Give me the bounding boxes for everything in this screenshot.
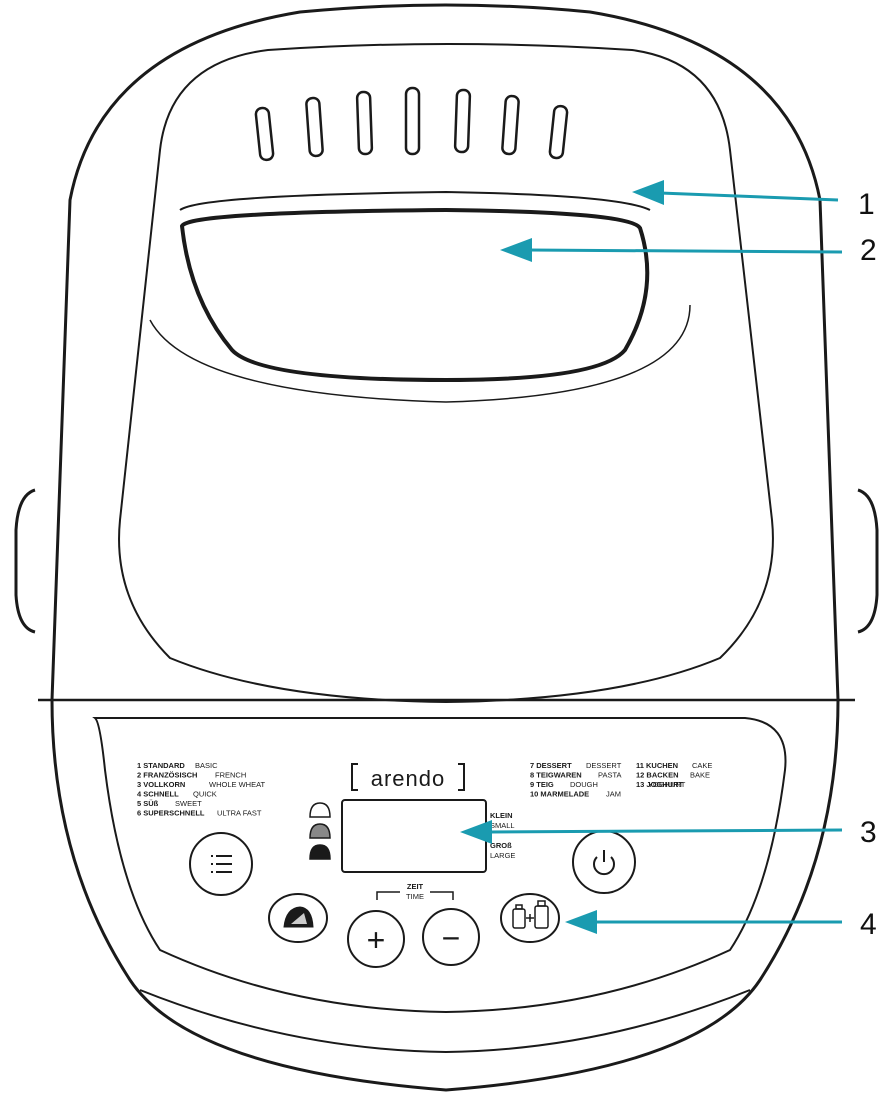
loaf-medium-icon: [309, 823, 331, 839]
viewing-window: [149, 190, 691, 403]
vent-slot: [548, 104, 569, 160]
weight-icon: [512, 900, 549, 929]
minus-label: −: [442, 920, 461, 956]
callout-arrow-1: [632, 180, 839, 205]
program-name-en: WHOLE WHEAT: [209, 780, 266, 789]
vent-slot: [254, 106, 275, 162]
program-name-de: 2 FRANZÖSISCH: [137, 771, 197, 780]
menu-icon: [211, 855, 232, 873]
vent-slot: [501, 94, 520, 156]
lid: [118, 43, 774, 704]
program-name-de: 3 VOLLKORN: [137, 780, 185, 789]
callout-arrows: [460, 180, 843, 934]
program-name-en: CAKE: [692, 761, 712, 770]
callout-number-2: 2: [860, 234, 877, 267]
program-name-de: 6 SUPERSCHNELL: [137, 809, 205, 818]
callout-arrow-2: [500, 238, 843, 262]
program-name-en: SWEET: [175, 799, 202, 808]
callout-number-3: 3: [860, 816, 877, 849]
power-icon: [593, 850, 615, 876]
program-name-de: 7 DESSERT: [530, 761, 572, 770]
size-small-en: SMALL: [490, 821, 515, 830]
loaf-light-icon: [309, 802, 331, 818]
base-curve: [139, 989, 751, 1054]
time-plus-button[interactable]: +: [347, 910, 405, 968]
vent-slot: [453, 88, 472, 154]
time-minus-button[interactable]: −: [422, 908, 480, 966]
callout-number-4: 4: [860, 908, 877, 941]
size-large-en: LARGE: [490, 851, 515, 860]
vent-slot: [305, 96, 324, 158]
vent-slots: [254, 86, 569, 162]
program-name-en: ULTRA FAST: [217, 809, 262, 818]
program-name-de: 10 MARMELADE: [530, 790, 589, 799]
program-name-en: BAKE: [690, 771, 710, 780]
left-side-handle: [14, 488, 36, 634]
power-button[interactable]: [572, 830, 636, 894]
program-name-de: 5 SÜß: [137, 799, 159, 808]
crust-color-button[interactable]: [268, 893, 328, 943]
lcd-display: [341, 799, 487, 873]
time-label-en: TIME: [406, 892, 424, 901]
program-name-en: FRENCH: [215, 771, 246, 780]
program-name-de: 12 BACKEN: [636, 771, 679, 780]
machine-body: [50, 3, 840, 1092]
program-name-en: PASTA: [598, 771, 621, 780]
time-bracket: ZEIT TIME: [376, 882, 454, 901]
program-name-en: QUICK: [193, 790, 217, 799]
control-panel: [92, 717, 787, 1014]
callout-number-1: 1: [858, 188, 875, 221]
loaf-size-button[interactable]: [500, 893, 560, 943]
program-name-de: 1 STANDARD: [137, 761, 185, 770]
plus-label: +: [367, 922, 386, 958]
brand-name: arendo: [371, 766, 446, 791]
brand-logo: arendo: [351, 763, 465, 791]
program-name-en: BASIC: [195, 761, 218, 770]
menu-button[interactable]: [189, 832, 253, 896]
program-name-de: 13 JOGHURT: [636, 780, 684, 789]
loaf-dark-icon: [309, 844, 331, 860]
size-small-de: KLEIN: [490, 811, 513, 820]
program-name-de: 4 SCHNELL: [137, 790, 179, 799]
program-name-de: 11 KUCHEN: [636, 761, 678, 770]
vent-slot: [404, 86, 421, 156]
program-list-right: 11 KUCHEN CAKE 12 BACKEN BAKE 13 JOGHURTYOGH…: [636, 761, 712, 789]
size-labels: KLEIN SMALL GROß LARGE: [490, 811, 515, 860]
time-label-de: ZEIT: [407, 882, 424, 891]
loaf-color-indicators: [309, 802, 331, 860]
program-name-en: YOGHURT: [648, 780, 686, 789]
vent-slot: [355, 90, 374, 156]
program-name-en: DOUGH: [570, 780, 598, 789]
program-list-middle: 7 DESSERT DESSERT 8 TEIGWAREN PASTA 9 TEIG DO…: [530, 761, 622, 799]
callout-arrow-3: [460, 820, 843, 844]
right-side-handle: [857, 488, 879, 634]
program-name-en: DESSERT: [586, 761, 622, 770]
program-name-de: 8 TEIGWAREN: [530, 771, 582, 780]
callout-arrow-4: [565, 910, 842, 934]
program-name-en: JAM: [606, 790, 621, 799]
size-large-de: GROß: [490, 841, 512, 850]
program-name-de: 9 TEIG: [530, 780, 554, 789]
